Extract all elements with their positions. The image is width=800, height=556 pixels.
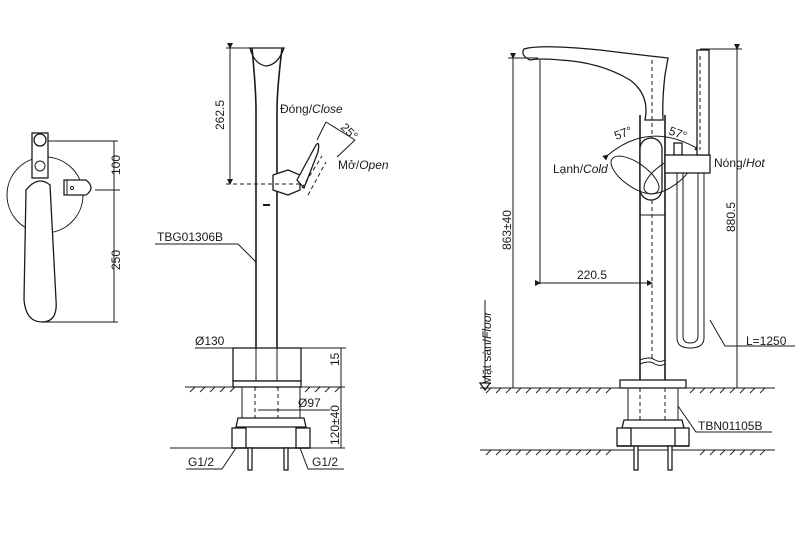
logo-mark bbox=[263, 204, 270, 206]
shower-hose bbox=[676, 173, 705, 349]
inlet-pipe-right bbox=[283, 447, 289, 471]
right-base-plate bbox=[619, 379, 687, 389]
side-handle bbox=[23, 180, 57, 323]
dim-rough-in-diameter: Ø97 bbox=[298, 396, 321, 410]
dim-spout-height: 863±40 bbox=[500, 210, 514, 250]
floor-marker-icon bbox=[478, 382, 492, 392]
side-pin bbox=[34, 160, 46, 172]
diverter-knob bbox=[673, 142, 683, 156]
inlet-right-label: G1/2 bbox=[312, 455, 338, 469]
hose-length: L=1250 bbox=[746, 334, 787, 348]
dim-total-height: 880.5 bbox=[724, 202, 738, 232]
dim-base-diameter: Ø130 bbox=[195, 334, 225, 348]
shower-bracket bbox=[664, 154, 711, 174]
dim-spout-height: 262.5 bbox=[213, 100, 227, 130]
front-view: Đóng/Close 25° Mở/Open 262.5 TBG01306B Ø… bbox=[155, 43, 389, 471]
side-view: 100 250 bbox=[6, 132, 123, 323]
right-rough-in-body bbox=[627, 388, 679, 421]
close-label: Đóng/Close bbox=[280, 102, 343, 116]
rough-in-body bbox=[241, 387, 301, 419]
body-part-code: TBG01306B bbox=[157, 230, 223, 244]
rough-in-left-bracket bbox=[231, 427, 247, 449]
inlet-pipe-left bbox=[247, 447, 253, 471]
dim-spout-reach: 220.5 bbox=[577, 268, 607, 282]
open-label: Mở/Open bbox=[338, 158, 389, 172]
spout bbox=[522, 46, 669, 121]
lever-angle: 25° bbox=[338, 120, 361, 143]
hand-shower bbox=[696, 49, 710, 156]
angle-arc bbox=[602, 135, 701, 161]
right-view: 57° 57° Lạnh/Cold Nóng/Hot L=1250 863±40… bbox=[478, 44, 795, 471]
rough-in-part-code: TBN01105B bbox=[698, 419, 762, 433]
floor-label: Mặt sàn/Floor bbox=[480, 311, 494, 385]
lever-handle bbox=[296, 142, 320, 190]
dim-base-height: 15 bbox=[328, 352, 342, 366]
base-plate bbox=[232, 347, 302, 382]
front-valve bbox=[272, 169, 301, 196]
hot-label: Nóng/Hot bbox=[714, 156, 765, 170]
dim-side-top: 100 bbox=[109, 155, 123, 175]
rough-in-right-bracket bbox=[295, 427, 311, 449]
side-cartridge bbox=[63, 179, 92, 196]
dim-side-handle: 250 bbox=[109, 250, 123, 270]
cold-label: Lạnh/Cold bbox=[553, 162, 608, 176]
dim-rough-in-depth: 120±40 bbox=[328, 405, 342, 445]
side-top-knob bbox=[33, 133, 47, 147]
spout-top bbox=[249, 47, 285, 67]
inlet-left-label: G1/2 bbox=[188, 455, 214, 469]
angle-left: 57° bbox=[612, 123, 634, 142]
angle-right: 57° bbox=[667, 124, 689, 143]
